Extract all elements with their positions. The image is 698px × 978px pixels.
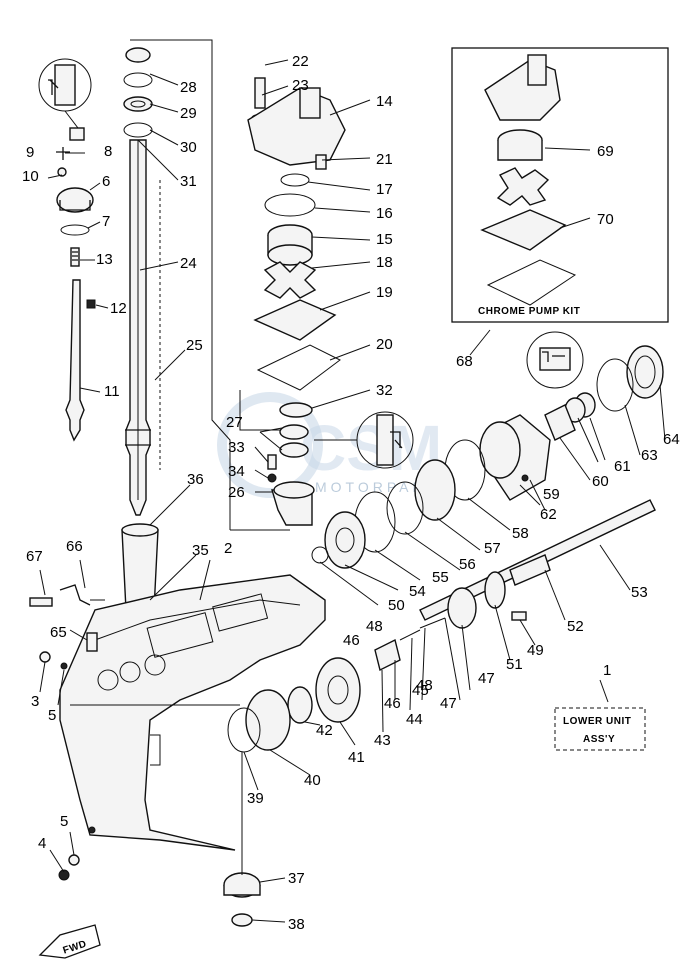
callout-c68: 68 <box>456 353 473 370</box>
callout-c39: 39 <box>247 790 264 807</box>
callout-c14: 14 <box>376 93 393 110</box>
callout-c22: 22 <box>292 53 309 70</box>
callout-c34: 34 <box>228 463 245 480</box>
callout-c36: 36 <box>187 471 204 488</box>
gearcase-internals <box>223 331 664 927</box>
callout-c30: 30 <box>180 139 197 156</box>
callout-c48a: 48 <box>366 618 383 635</box>
callout-c51: 51 <box>506 656 523 673</box>
callout-c66: 66 <box>66 538 83 555</box>
callout-c33: 33 <box>228 439 245 456</box>
lower-unit-assy-tag: LOWER UNIT ASS'Y <box>554 707 646 751</box>
callout-c49: 49 <box>527 642 544 659</box>
callout-c60: 60 <box>592 473 609 490</box>
callout-c19: 19 <box>376 284 393 301</box>
callout-c3: 3 <box>31 693 39 710</box>
shift-assembly <box>56 127 96 442</box>
callout-c8: 8 <box>104 143 112 160</box>
callout-c43: 43 <box>374 732 391 749</box>
callout-c13: 13 <box>96 251 113 268</box>
callout-c61: 61 <box>614 458 631 475</box>
callout-c21: 21 <box>376 151 393 168</box>
drive-shaft <box>123 47 153 516</box>
callout-c57: 57 <box>484 540 501 557</box>
callout-c53: 53 <box>631 584 648 601</box>
callout-c70: 70 <box>597 211 614 228</box>
callout-c18: 18 <box>376 254 393 271</box>
callout-c4: 4 <box>38 835 46 852</box>
callout-c62: 62 <box>540 506 557 523</box>
callout-c50: 50 <box>388 597 405 614</box>
callout-c37: 37 <box>288 870 305 887</box>
callout-c17: 17 <box>376 181 393 198</box>
callout-c48b: 48 <box>416 677 433 694</box>
callout-c23: 23 <box>292 77 309 94</box>
callout-c1: 1 <box>603 662 611 679</box>
callout-c52: 52 <box>567 618 584 635</box>
callout-c55: 55 <box>432 569 449 586</box>
leader-lines <box>39 59 666 923</box>
callout-c29: 29 <box>180 105 197 122</box>
callout-c12: 12 <box>110 300 127 317</box>
callout-c40: 40 <box>304 772 321 789</box>
callout-c69: 69 <box>597 143 614 160</box>
callout-c31: 31 <box>180 173 197 190</box>
callout-c16: 16 <box>376 205 393 222</box>
callout-c63: 63 <box>641 447 658 464</box>
callout-c9: 9 <box>26 144 34 161</box>
callout-c54: 54 <box>409 583 426 600</box>
assy-label-line2: ASS'Y <box>583 734 615 745</box>
callout-numbers: 1234556789101112131415161718192021222324… <box>22 53 680 933</box>
callout-c27: 27 <box>226 414 243 431</box>
chrome-pump-kit-label: CHROME PUMP KIT <box>478 306 580 317</box>
callout-c56: 56 <box>459 556 476 573</box>
callout-c26: 26 <box>228 484 245 501</box>
callout-c41: 41 <box>348 749 365 766</box>
callout-c46a: 46 <box>343 632 360 649</box>
callout-c47b: 47 <box>440 695 457 712</box>
fwd-arrow: FWD <box>38 924 101 959</box>
lower-casing <box>59 574 326 851</box>
callout-c58: 58 <box>512 525 529 542</box>
callout-c67: 67 <box>26 548 43 565</box>
callout-c46b: 46 <box>384 695 401 712</box>
callout-c45: 45 <box>412 682 429 699</box>
callout-c11: 11 <box>104 383 120 400</box>
callout-c25: 25 <box>186 337 203 354</box>
callout-c47a: 47 <box>478 670 495 687</box>
callout-c59: 59 <box>543 486 560 503</box>
callout-c32: 32 <box>376 382 393 399</box>
inset-detail-upper <box>38 58 92 129</box>
callout-c15: 15 <box>376 231 393 248</box>
water-pump-stack <box>247 77 346 526</box>
inset-detail-middle <box>314 411 414 469</box>
callout-c28: 28 <box>180 79 197 96</box>
shift-rod-parts <box>29 584 98 881</box>
callout-c65: 65 <box>50 624 67 641</box>
callout-c24: 24 <box>180 255 197 272</box>
chrome-pump-kit-box <box>451 47 669 323</box>
callout-c10: 10 <box>22 168 39 185</box>
callout-c2: 2 <box>224 540 232 557</box>
callout-c20: 20 <box>376 336 393 353</box>
callout-c35: 35 <box>192 542 209 559</box>
assy-label-line1: LOWER UNIT <box>563 716 631 727</box>
callout-c5a: 5 <box>48 707 56 724</box>
callout-c38: 38 <box>288 916 305 933</box>
callout-c6: 6 <box>102 173 110 190</box>
callout-c7: 7 <box>102 213 110 230</box>
callout-c44: 44 <box>406 711 423 728</box>
callout-c5b: 5 <box>60 813 68 830</box>
callout-c64: 64 <box>663 431 680 448</box>
callout-c42: 42 <box>316 722 333 739</box>
